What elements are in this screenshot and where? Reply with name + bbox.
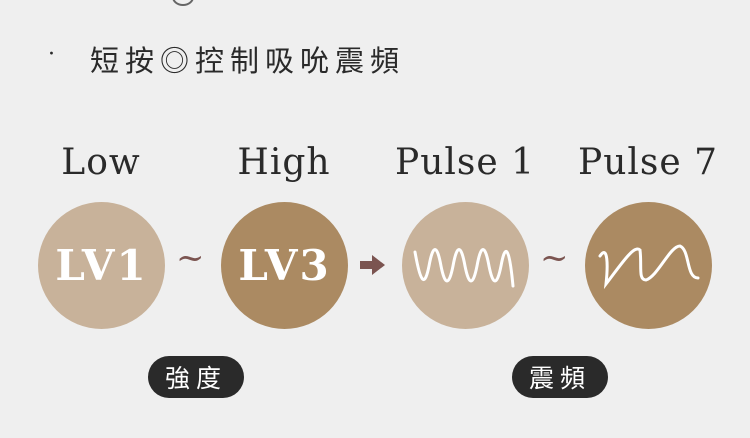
badge-frequency: 震頻 xyxy=(512,356,608,398)
arrow-right-icon xyxy=(360,255,385,275)
label-pulse-1: Pulse 1 xyxy=(394,142,536,183)
tilde-separator: ~ xyxy=(176,238,205,278)
level-3-circle: LV3 xyxy=(221,202,348,329)
level-1-text: LV1 xyxy=(55,241,148,290)
partial-circle-icon xyxy=(172,0,194,6)
instruction-text: 短按◎控制吸吮震頻 xyxy=(90,44,406,78)
badge-intensity: 強度 xyxy=(148,356,244,398)
label-pulse-7: Pulse 7 xyxy=(577,142,719,183)
level-3-text: LV3 xyxy=(238,241,331,290)
tilde-separator-2: ~ xyxy=(540,238,569,278)
pulse-1-circle xyxy=(402,202,529,329)
bullet: · xyxy=(48,42,55,67)
pulse-7-circle xyxy=(585,202,712,329)
dense-wave-icon xyxy=(413,247,514,287)
label-low: Low xyxy=(61,142,141,183)
label-high: High xyxy=(237,142,331,183)
sparse-wave-icon xyxy=(598,243,699,289)
level-1-circle: LV1 xyxy=(38,202,165,329)
